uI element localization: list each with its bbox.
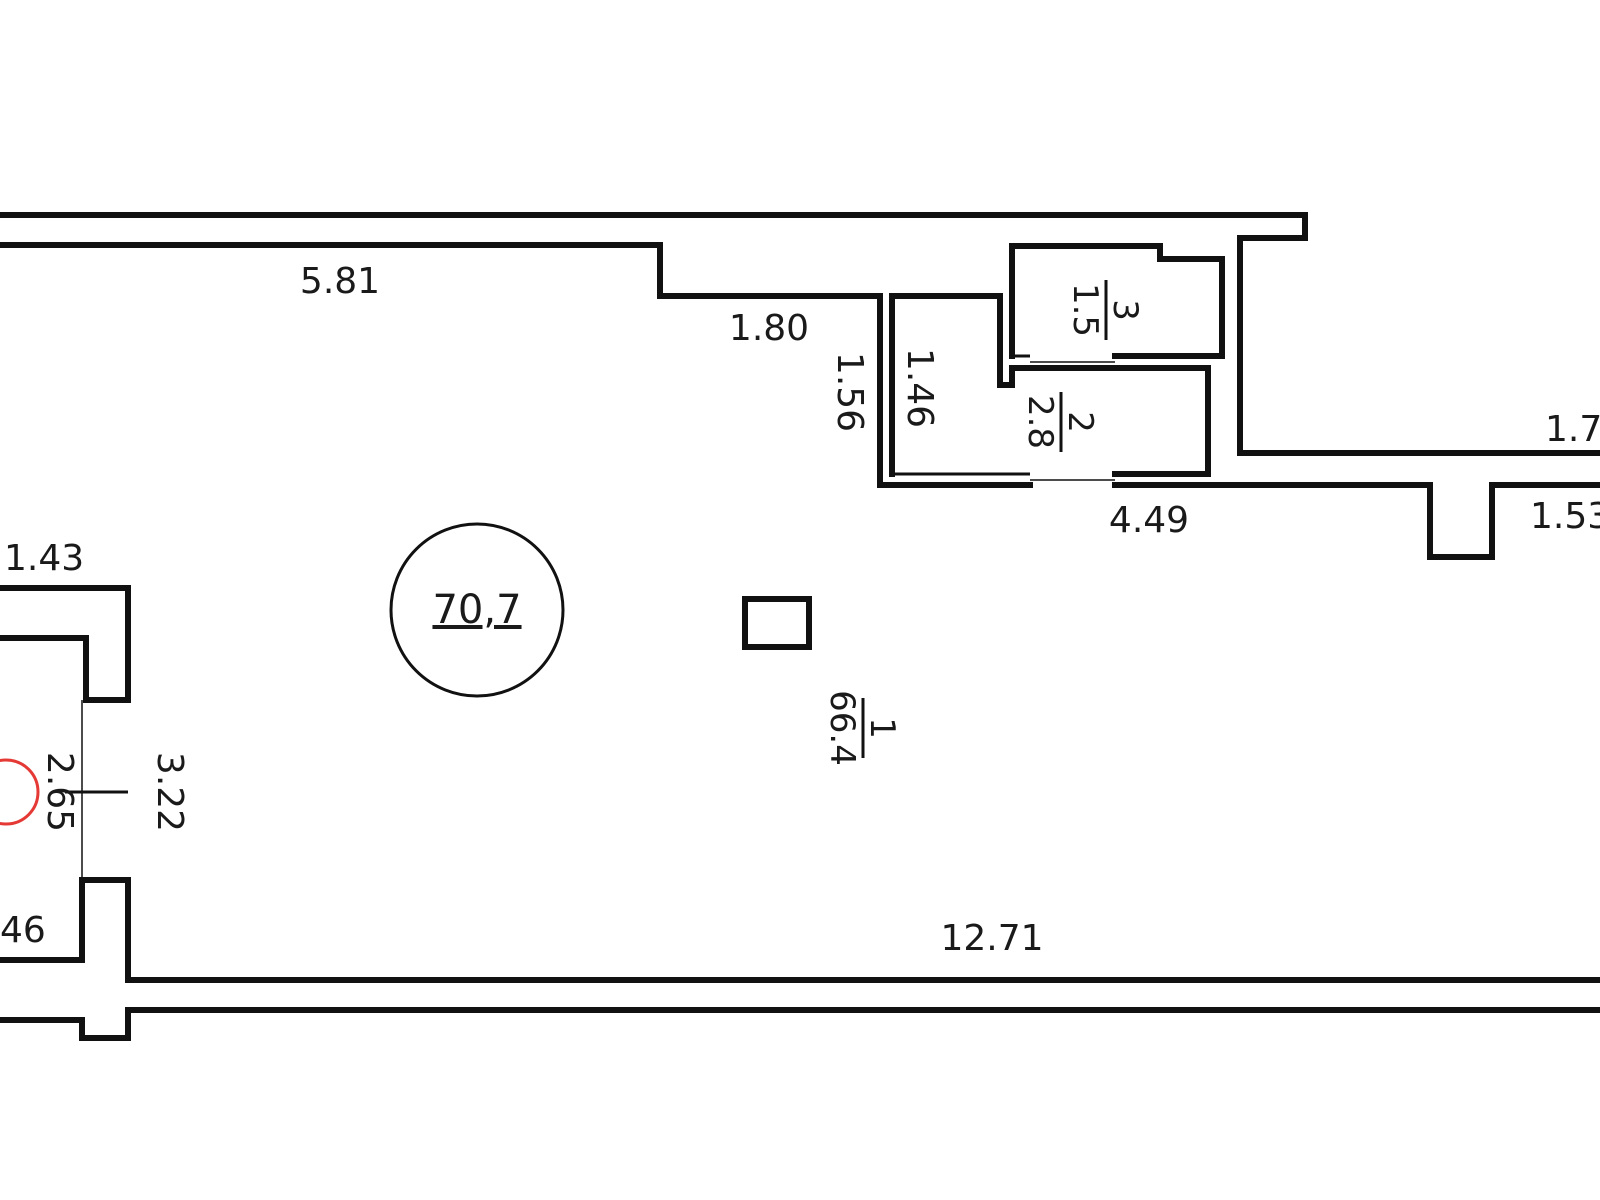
left-inner-wall bbox=[0, 877, 131, 963]
dim-left-wall: 3.22 bbox=[149, 752, 190, 832]
room-3-number: 3 bbox=[1105, 299, 1145, 321]
dim-left-bottom: 46 bbox=[0, 910, 46, 951]
total-area-circle bbox=[389, 522, 565, 698]
dim-step-vertical: 1.56 bbox=[829, 352, 870, 432]
room-2-number: 2 bbox=[1060, 411, 1100, 433]
room-3-label: 3 1.5 bbox=[1065, 280, 1145, 340]
room-1-number: 1 bbox=[862, 717, 902, 739]
room-2-wall bbox=[889, 293, 1211, 477]
left-outer-wall bbox=[0, 585, 131, 703]
dim-corridor-bottom: 4.49 bbox=[1109, 500, 1189, 541]
bottom-outer-wall bbox=[0, 1007, 1600, 1041]
dim-right-upper: 1.7 bbox=[1545, 409, 1600, 450]
top-outer-wall bbox=[0, 212, 1308, 241]
column bbox=[742, 596, 812, 650]
room-2-label: 2 2.8 bbox=[1020, 392, 1100, 452]
red-stamp bbox=[0, 758, 40, 826]
room-3-area: 1.5 bbox=[1065, 283, 1105, 337]
left-lower-wall bbox=[125, 877, 1600, 983]
dim-step-horizontal: 1.80 bbox=[729, 308, 809, 349]
room-1-area: 66.4 bbox=[822, 690, 862, 766]
corridor-wall bbox=[1112, 482, 1600, 560]
dim-room2-height: 1.46 bbox=[899, 348, 940, 428]
right-upper-wall bbox=[1237, 235, 1600, 456]
room-1-label: 1 66.4 bbox=[822, 690, 902, 766]
room-3-wall bbox=[1009, 243, 1225, 359]
dim-left-inner: 2.65 bbox=[39, 752, 80, 832]
top-inner-wall bbox=[0, 242, 1033, 488]
room-2-area: 2.8 bbox=[1020, 395, 1060, 449]
dim-top-wall: 5.81 bbox=[300, 261, 380, 302]
dim-right-lower: 1.53 bbox=[1530, 496, 1600, 537]
dim-left-top: 1.43 bbox=[4, 538, 84, 579]
total-area: 70,7 bbox=[432, 587, 521, 633]
dim-bottom-wall: 12.71 bbox=[940, 918, 1043, 959]
